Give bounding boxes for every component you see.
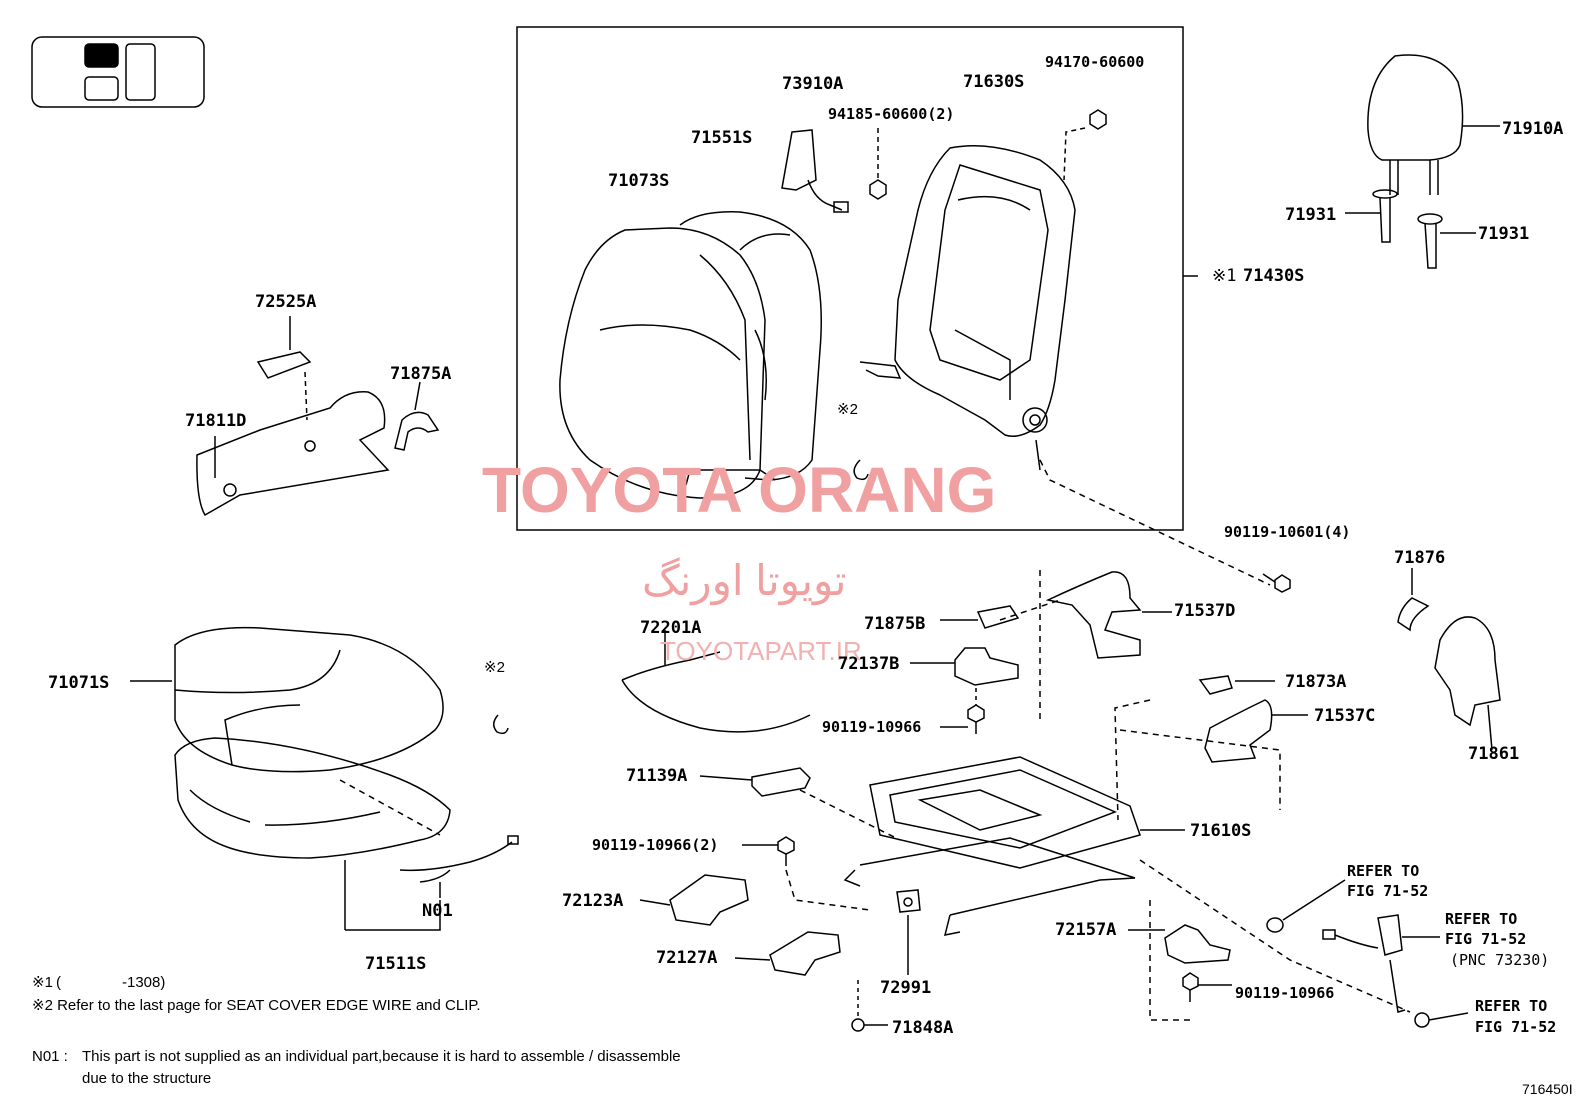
- label-71873A: 71873A: [1285, 672, 1347, 692]
- washer-ring: [1266, 879, 1346, 933]
- bracket-71537C: [1204, 699, 1308, 763]
- label-71073S: 71073S: [608, 171, 670, 191]
- knob-71873A: [1198, 675, 1275, 695]
- heater-73910A: [781, 129, 849, 213]
- seat-track-71610S: [843, 756, 1185, 936]
- label-71875B: 71875B: [864, 614, 926, 634]
- knob-72525A: [256, 316, 312, 421]
- nut-lower-right: [1414, 1012, 1469, 1028]
- label-71537D: 71537D: [1174, 601, 1236, 621]
- seatback-frame-71630S: [859, 144, 1076, 437]
- figure-id: 716450I: [1522, 1081, 1573, 1097]
- wire-N01: [399, 835, 519, 898]
- bolt-90119-10966-upper: [940, 688, 985, 734]
- bracket-72137B: [910, 647, 1019, 686]
- wire-72201A: [621, 630, 811, 733]
- headrest-support-71931-right: [1417, 213, 1476, 269]
- cover-72123A: [639, 874, 749, 926]
- label-71848A: 71848A: [892, 1018, 954, 1038]
- cover-72127A: [734, 931, 841, 976]
- label-94170-60600: 94170-60600: [1045, 53, 1145, 71]
- cushion-cover-71071S: [130, 626, 444, 773]
- footnote-n01-head: N01 :: [32, 1048, 68, 1065]
- label-71430S: 71430S: [1243, 266, 1305, 286]
- refer-3-line1: REFER TO: [1475, 997, 1548, 1015]
- bolt-90119-10966-lower: [1182, 972, 1232, 1002]
- label-71931-left: 71931: [1285, 205, 1337, 225]
- footnote-1-mark: ※1: [32, 974, 53, 991]
- label-72157A: 72157A: [1055, 920, 1117, 940]
- footnote-1-range: -1308): [122, 974, 166, 991]
- seat-position-icon: [31, 36, 205, 108]
- footnote-n01-line1: This part is not supplied as an individu…: [82, 1048, 681, 1065]
- label-mark2-lower: ※2: [484, 659, 505, 676]
- watermark-main: TOYOTA ORANG: [482, 454, 997, 526]
- cover-71875B: [940, 605, 1020, 629]
- bracket-71537D: [1045, 571, 1172, 659]
- footnote-1-paren: (: [56, 974, 61, 991]
- cover-71139A: [699, 767, 811, 797]
- seatbelt-buckle: [1322, 914, 1440, 1013]
- seatback-group-frame: [516, 26, 1184, 531]
- bolt-90119-10601: [1262, 573, 1291, 593]
- label-71071S: 71071S: [48, 673, 110, 693]
- label-72525A: 72525A: [255, 292, 317, 312]
- label-71511S: 71511S: [365, 954, 427, 974]
- label-71551S: 71551S: [691, 128, 753, 148]
- label-71610S: 71610S: [1190, 821, 1252, 841]
- bracket-72157A: [1128, 924, 1231, 964]
- cushion-pad-71511S: [174, 737, 451, 931]
- refer-2-line2: FIG 71-52: [1445, 930, 1527, 948]
- seatback-pad-71551S: [679, 211, 822, 481]
- label-71430S-mark: ※1: [1212, 266, 1237, 286]
- label-71861: 71861: [1468, 744, 1520, 764]
- label-90119-10966-pair: 90119-10966(2): [592, 836, 719, 854]
- label-72137B: 72137B: [838, 654, 900, 674]
- label-71537C: 71537C: [1314, 706, 1376, 726]
- watermark-site: TOYOTAPART.IR: [660, 636, 862, 666]
- shield-71861: [1434, 616, 1501, 751]
- headrest-71910A: [1367, 54, 1500, 195]
- watermark-persian: تویوتا اورنگ: [642, 557, 847, 604]
- headrest-support-71931-left: [1345, 189, 1398, 243]
- label-90119-10601: 90119-10601(4): [1224, 523, 1351, 541]
- refer-2-line3: (PNC 73230): [1450, 951, 1550, 969]
- footnote-n01-line2: due to the structure: [82, 1070, 212, 1087]
- label-90119-10966-lower: 90119-10966: [1235, 984, 1335, 1002]
- label-71910A: 71910A: [1502, 119, 1564, 139]
- label-73910A: 73910A: [782, 74, 844, 94]
- cover-71875A: [394, 381, 440, 451]
- label-72991: 72991: [880, 978, 932, 998]
- label-mark2-upper: ※2: [837, 401, 858, 418]
- clip-mark2-upper: [853, 459, 869, 481]
- seatback-cover-71073S: [559, 227, 776, 499]
- clip-mark2-lower: [493, 714, 509, 735]
- bolt-90119-10966-pair: [742, 836, 795, 866]
- side-shield-71811D: [196, 391, 390, 517]
- label-72201A: 72201A: [640, 618, 702, 638]
- label-72127A: 72127A: [656, 948, 718, 968]
- label-71876: 71876: [1394, 548, 1446, 568]
- bolt-94170: [1063, 109, 1107, 181]
- label-71875A: 71875A: [390, 364, 452, 384]
- cover-71876: [1397, 568, 1430, 632]
- label-72123A: 72123A: [562, 891, 624, 911]
- refer-1-line2: FIG 71-52: [1347, 882, 1429, 900]
- label-71811D: 71811D: [185, 411, 247, 431]
- clip-71848A: [851, 980, 888, 1032]
- refer-1-line1: REFER TO: [1347, 862, 1420, 880]
- label-90119-10966-upper: 90119-10966: [822, 718, 922, 736]
- label-71630S: 71630S: [963, 72, 1025, 92]
- label-94185-60600: 94185-60600(2): [828, 105, 955, 123]
- refer-3-line2: FIG 71-52: [1475, 1018, 1557, 1036]
- nut-94185: [869, 128, 887, 200]
- footnote-2: ※2 Refer to the last page for SEAT COVER…: [32, 997, 481, 1014]
- label-71139A: 71139A: [626, 766, 688, 786]
- part-72991: [896, 889, 921, 975]
- label-71931-right: 71931: [1478, 224, 1530, 244]
- refer-2-line1: REFER TO: [1445, 910, 1518, 928]
- label-N01: N01: [422, 901, 453, 921]
